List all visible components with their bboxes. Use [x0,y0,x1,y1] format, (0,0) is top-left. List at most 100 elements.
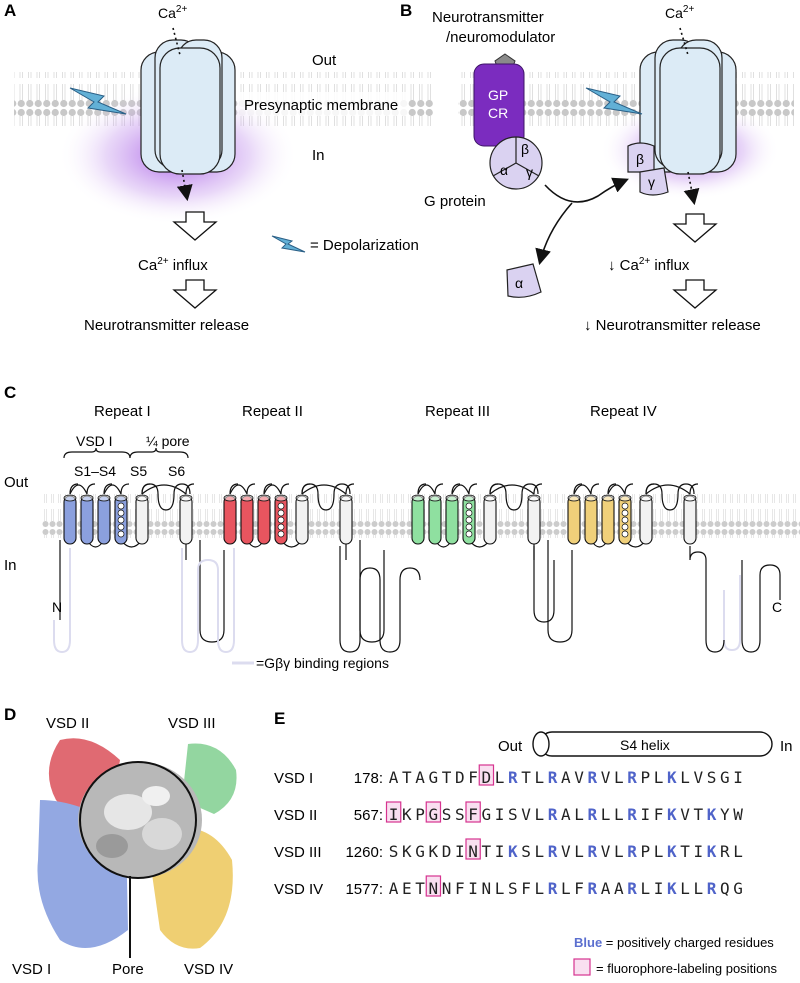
calcium-channel-a [140,39,236,175]
extracellular-loop [645,484,691,495]
charge-marker [621,516,629,524]
charge-marker [277,516,285,524]
vsd-helix-s2 [240,495,254,545]
helix-in-label: In [780,738,793,755]
positive-residue: R [588,805,598,824]
g-protein-label: G protein [424,193,486,210]
panel-e-letter: E [274,709,285,728]
residue: L [654,768,664,787]
residue: L [574,842,584,861]
residue: I [468,879,478,898]
helix-cap [411,494,425,502]
residue: I [694,842,704,861]
helix-cap [240,494,254,502]
positive-residue: R [707,879,717,898]
lightning-legend-icon [271,235,306,253]
residue: L [561,879,571,898]
extracellular-loop [301,484,347,495]
residue: I [641,805,651,824]
membrane-label: Presynaptic membrane [244,97,398,114]
panel-a: A Ca2+ Out Presynaptic membrane In Ca2+ … [4,1,434,334]
pore-helix-s5 [639,495,653,545]
residue: S [389,842,399,861]
gbg-legend-label: =Gβγ binding regions [256,655,389,671]
helix-cap [80,494,94,502]
residue: G [720,768,730,787]
residue: P [641,842,651,861]
vsd-helix-s3 [601,495,615,545]
repeat-label-2: Repeat II [242,403,303,420]
svg-text:γ: γ [648,174,655,190]
arrow-down-2-b [672,279,718,309]
residue: S [521,842,531,861]
s5-label: S5 [130,463,147,479]
channel-topology [53,483,781,654]
legend-blue-word: Blue [574,935,602,950]
residue: F [654,805,664,824]
residue: G [733,879,743,898]
residue: A [389,768,399,787]
charge-marker [277,509,285,517]
positive-residue: K [508,842,518,861]
calcium-channel-b [639,39,737,175]
arrow-down-1-a [172,211,218,241]
residue: G [429,805,439,824]
residue: L [614,842,624,861]
residue: L [495,879,505,898]
charge-marker [621,530,629,538]
svg-text:α: α [500,162,508,178]
residue: V [601,842,611,861]
helix-out-label: Out [498,738,523,755]
pore-loop [141,483,191,511]
extracellular-loop [263,484,282,495]
sequence-start-number: 567: [354,807,383,824]
channel-surface-structure [37,738,237,958]
helix-cap [428,494,442,502]
positive-residue: R [588,879,598,898]
legend-box-label: = fluorophore-labeling positions [596,961,778,976]
residue: L [601,805,611,824]
legend-blue: Blue = positively charged residues [574,935,774,950]
vsd-helix-s3 [445,495,459,545]
pore-bracket-label: ¼ pore [146,433,190,449]
loop-ii-iii [339,546,421,653]
residue: I [495,805,505,824]
residue: T [415,879,425,898]
residue: V [680,805,690,824]
residue: S [455,805,465,824]
residue: L [654,842,664,861]
extracellular-loop [69,484,88,495]
charge-marker [117,509,125,517]
charge-marker [117,516,125,524]
residue: A [601,879,611,898]
helix-cap [639,494,653,502]
panel-c-letter: C [4,383,16,402]
residue: F [468,768,478,787]
positive-residue: R [548,842,558,861]
charge-marker [277,530,285,538]
residue: F [521,879,531,898]
sequence-start-number: 1577: [345,881,383,898]
pore-helix-s6 [179,495,193,545]
residue: V [601,768,611,787]
svg-text:β: β [521,141,529,157]
positive-residue: R [627,879,637,898]
residue: D [482,768,492,787]
extracellular-loop [103,484,122,495]
residue: G [415,842,425,861]
ligand-label-line1: Neurotransmitter [432,9,544,26]
pore-helix-s6 [683,495,697,545]
residue: S [442,805,452,824]
extracellular-loop [451,484,470,495]
extracellular-loop [607,484,626,495]
positive-residue: R [627,842,637,861]
fluorophore-position-box [465,838,481,860]
gbg-region-c-term [723,575,741,652]
residue: P [641,768,651,787]
positive-residue: R [508,768,518,787]
gbg-region-n-term [53,548,71,654]
positive-residue: R [627,768,637,787]
helix-cap [257,494,271,502]
charge-marker [117,530,125,538]
